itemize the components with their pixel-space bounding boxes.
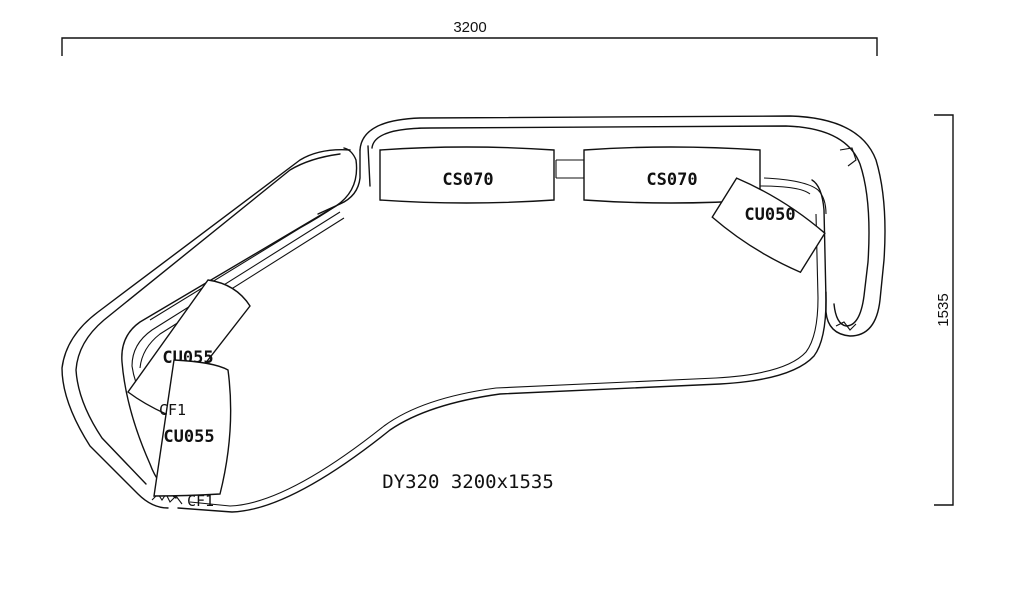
corner-cushion-right (711, 177, 826, 274)
back-cushion-left-label: CS070 (442, 170, 493, 190)
marker-cf1-upper: CF1 (159, 401, 186, 419)
depth-dimension-label: 1535 (935, 293, 952, 326)
back-cushion-right-label: CS070 (646, 170, 697, 190)
model-caption: DY320 3200x1535 (382, 471, 554, 493)
depth-dimension: 1535 (934, 114, 954, 506)
back-cushion-left: CS070 (379, 146, 555, 204)
corner-cushion-right-label: CU050 (744, 205, 795, 225)
width-dimension-label: 3200 (453, 19, 486, 36)
left-cushion-lower: CU055 (153, 359, 232, 497)
left-cushion-lower-label: CU055 (163, 427, 214, 447)
back-cushion-right: CS070 (583, 146, 761, 204)
width-dimension: 3200 (61, 19, 878, 56)
marker-cf1-lower: CF1 (187, 492, 214, 510)
